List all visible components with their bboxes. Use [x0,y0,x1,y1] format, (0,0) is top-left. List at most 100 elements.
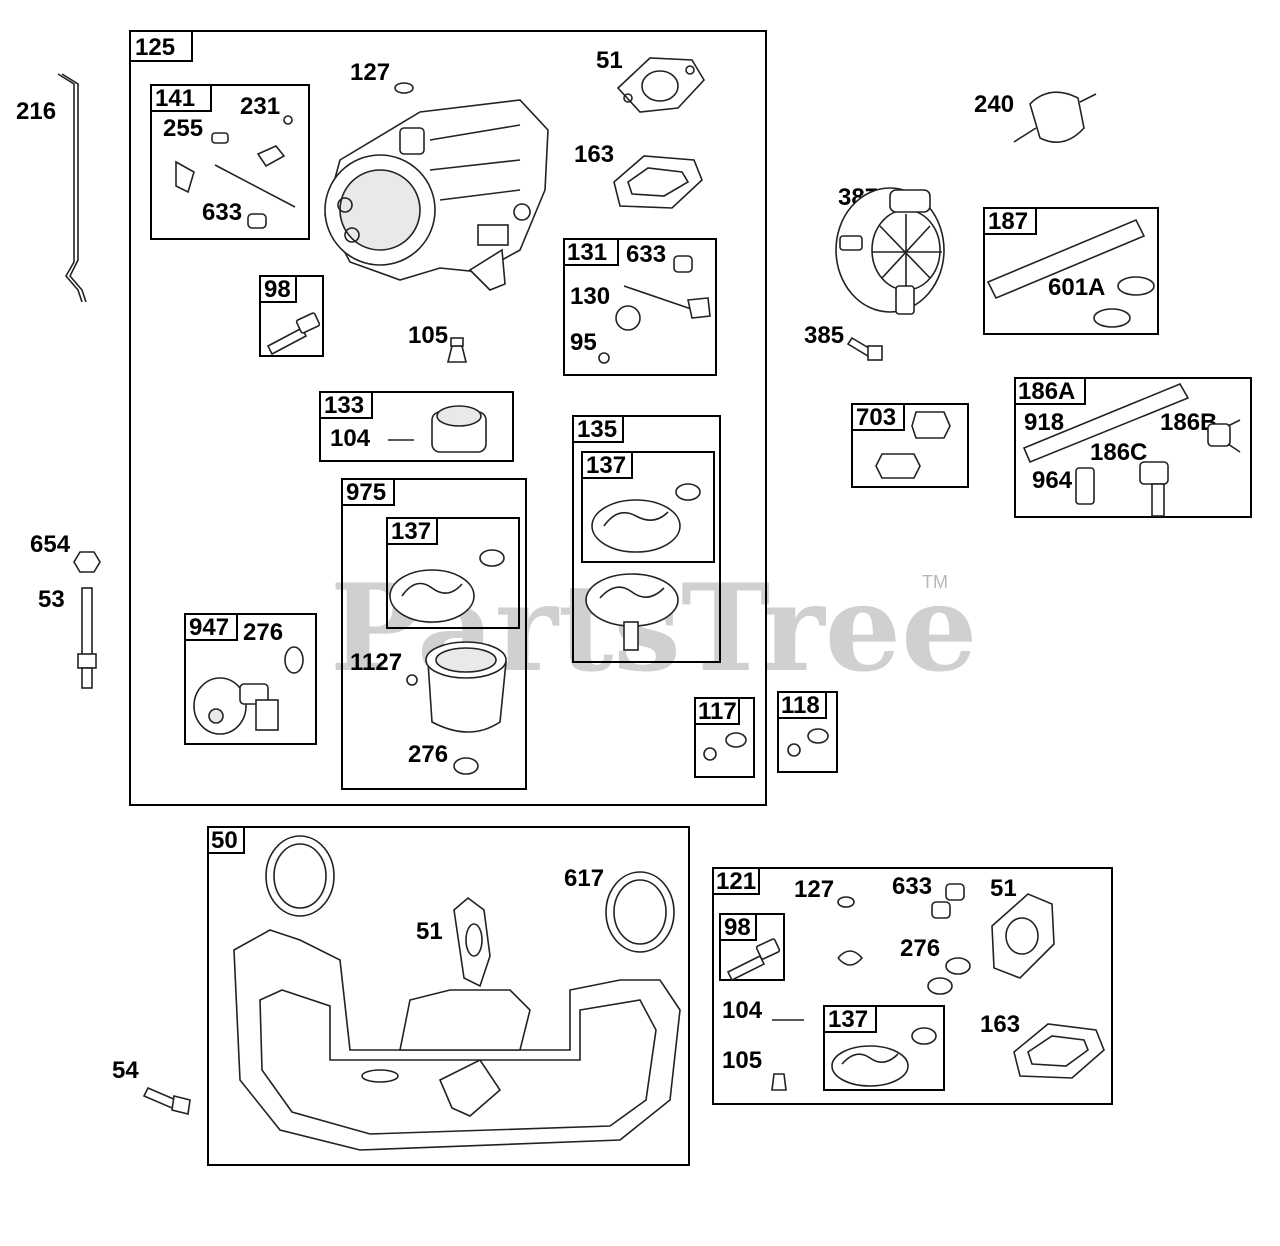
part-label-276: 276 [243,619,283,646]
part-label-231: 231 [240,93,280,120]
part-label-255: 255 [163,115,203,142]
gasket-kit-icon[interactable] [389,549,505,623]
assembly-tag: 975 [346,479,386,506]
part-label-105: 105 [722,1047,762,1074]
part-label-601A: 601A [1048,274,1105,301]
linkage-rod-icon[interactable] [61,73,87,303]
part-label-51: 51 [990,875,1017,902]
part-label-617: 617 [564,865,604,892]
clamp-icon[interactable] [875,411,951,479]
assembly-tag: 125 [135,34,175,61]
assembly-703[interactable]: 703 [851,403,969,488]
gasket-icon[interactable] [1013,1023,1105,1079]
assembly-tag: 947 [189,614,229,641]
part-label-276: 276 [900,935,940,962]
part-label-276: 276 [408,741,448,768]
throttle-shaft-icon[interactable] [175,115,296,229]
screw-washer-icon[interactable] [703,732,747,761]
fuel-valve-icon[interactable] [1207,419,1241,453]
air-filter-housing-icon[interactable] [233,929,681,1151]
washer-icon [284,646,304,674]
needle-valve-icon[interactable] [446,337,468,363]
part-label-385: 385 [804,322,844,349]
assembly-133[interactable]: 133 [319,391,514,462]
part-label-633: 633 [892,873,932,900]
sleeve-icon[interactable] [1075,467,1095,505]
nut-icon[interactable] [73,551,101,573]
screw-washer-icon[interactable] [787,728,829,757]
gasket-icon[interactable] [453,896,491,988]
spring-screw-icon[interactable] [266,312,321,356]
assembly-tag: 98 [264,276,291,303]
screw-icon [406,674,418,686]
seal-ring-icon[interactable] [265,835,335,917]
washer-icon[interactable] [927,957,971,995]
part-label-964: 964 [1032,467,1073,494]
gasket-icon[interactable] [991,893,1055,979]
part-label-216: 216 [16,98,56,125]
bolt-head-icon [867,345,883,361]
assembly-50[interactable]: 50 [207,826,690,1166]
washer-icon [453,757,479,775]
diaphragm-plate-icon[interactable] [585,573,679,651]
spring-screw-icon[interactable] [726,938,781,982]
part-label-51: 51 [596,47,623,74]
part-label-654: 654 [30,531,71,558]
assembly-131[interactable]: 131 [563,238,717,376]
part-label-54: 54 [112,1057,139,1084]
part-label-104: 104 [722,997,763,1024]
assembly-135[interactable]: 135 [572,415,721,663]
assembly-187[interactable]: 187 [983,207,1159,335]
assembly-947[interactable]: 947 [184,613,317,745]
part-label-1127: 1127 [350,649,402,676]
float-icon[interactable] [431,405,487,453]
part-label-130: 130 [570,283,610,310]
assembly-98[interactable]: 98 [719,913,785,981]
choke-shaft-icon[interactable] [598,255,711,364]
assembly-tag: 137 [391,518,431,545]
gasket-kit-icon[interactable] [831,1027,937,1087]
assembly-tag: 131 [567,239,607,266]
assembly-tag: 117 [698,698,737,725]
fuel-line-icon[interactable] [1022,382,1190,464]
assembly-121[interactable]: 121 [712,867,1113,1105]
assembly-137[interactable]: 137 [581,451,715,563]
part-label-127: 127 [794,876,834,903]
bolt-icon[interactable] [142,1086,191,1115]
assembly-975[interactable]: 975 [341,478,527,790]
bushing-icon[interactable] [931,883,965,919]
fuel-filter-icon[interactable] [1013,91,1097,144]
assembly-117[interactable]: 117 [694,697,755,778]
carburetor-body-icon[interactable] [324,99,549,291]
float-bowl-icon[interactable] [425,641,507,733]
part-label-51: 51 [416,918,443,945]
hose-clamp-icon[interactable] [1093,276,1155,328]
assembly-118[interactable]: 118 [777,691,838,773]
assembly-tag: 121 [716,868,756,895]
assembly-tag: 50 [211,827,238,854]
gasket-kit-icon[interactable] [591,483,701,553]
part-label-163: 163 [574,141,614,168]
solenoid-icon[interactable] [193,677,279,735]
seal-ring-icon[interactable] [605,871,675,953]
part-label-633: 633 [202,199,242,226]
assembly-137[interactable]: 137 [386,517,520,629]
assembly-tag: 187 [988,208,1028,235]
fuel-hose-icon[interactable] [986,218,1146,300]
o-ring-icon [837,896,855,908]
assembly-137[interactable]: 137 [823,1005,945,1091]
fuel-pump-icon[interactable] [835,187,945,315]
part-label-186C: 186C [1090,439,1147,466]
stud-icon[interactable] [77,587,97,689]
assembly-125[interactable]: 125 [129,30,767,806]
part-label-105: 105 [408,322,448,349]
shutoff-valve-icon[interactable] [1139,461,1169,517]
assembly-141[interactable]: 141 [150,84,310,240]
part-label-127: 127 [350,59,390,86]
assembly-98[interactable]: 98 [259,275,324,357]
part-label-240: 240 [974,91,1014,118]
gasket-icon[interactable] [616,57,705,113]
assembly-186A[interactable]: 186A [1014,377,1252,518]
assembly-tag: 137 [828,1006,868,1033]
gasket-icon[interactable] [613,155,703,209]
